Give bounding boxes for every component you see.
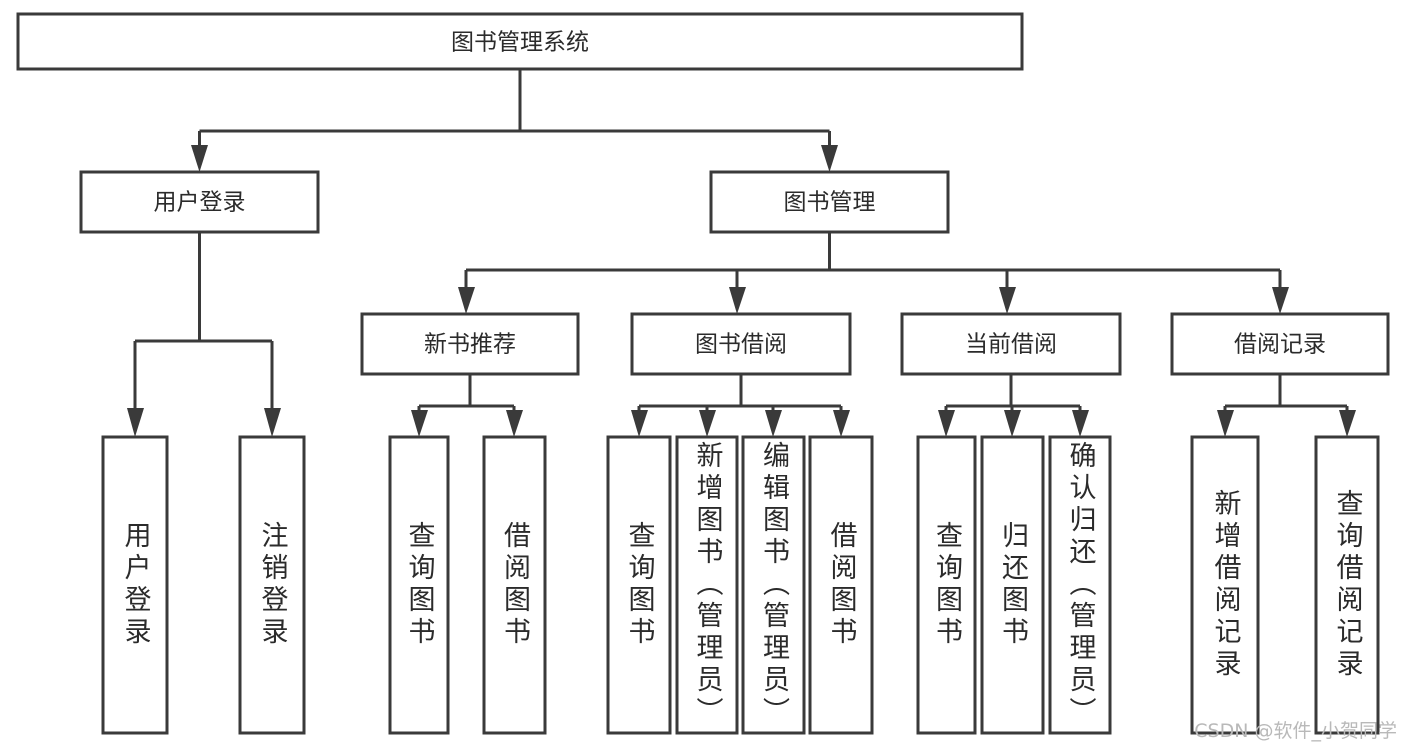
node-current-borrow-label: 当前借阅 xyxy=(965,332,1057,358)
arrow-head-leaf-query-book-rec xyxy=(411,410,428,437)
arrow-head-current-borrow xyxy=(999,287,1016,314)
node-leaf-user-login-box[interactable] xyxy=(101,435,169,735)
arrow-head-leaf-edit-book-admin xyxy=(765,410,782,437)
arrow-head-leaf-query-book-borrow xyxy=(631,410,648,437)
node-leaf-add-borrow-record-box[interactable] xyxy=(1190,435,1260,735)
node-leaf-query-borrow-record-box[interactable] xyxy=(1314,435,1380,735)
node-leaf-add-book-admin-box[interactable] xyxy=(675,435,739,735)
node-leaf-borrow-book-box[interactable] xyxy=(808,435,874,735)
node-user-login-label: 用户登录 xyxy=(154,190,246,216)
arrow-head-leaf-user-login xyxy=(127,408,144,437)
node-borrow-record-box[interactable] xyxy=(1170,312,1390,376)
node-new-book-rec-label: 新书推荐 xyxy=(424,332,516,358)
node-book-borrow-label: 图书借阅 xyxy=(695,332,787,358)
node-root[interactable]: 图书管理系统 xyxy=(16,12,1024,71)
node-new-book-rec-box[interactable] xyxy=(360,312,580,376)
arrow-head-leaf-return-book xyxy=(1004,410,1021,437)
arrow-head-leaf-user-logout xyxy=(264,408,281,437)
node-borrow-record[interactable]: 借阅记录 xyxy=(1170,312,1390,376)
leaf-box-layer xyxy=(101,435,1380,735)
arrow-head-leaf-add-book-admin xyxy=(699,410,716,437)
arrow-head-leaf-confirm-return-admin xyxy=(1072,410,1089,437)
arrow-head-leaf-borrow-book xyxy=(833,410,850,437)
node-current-borrow[interactable]: 当前借阅 xyxy=(900,312,1122,376)
connector-layer xyxy=(127,69,1356,437)
node-book-manage-label: 图书管理 xyxy=(784,190,876,216)
node-leaf-query-book-borrow-box[interactable] xyxy=(606,435,672,735)
node-user-login-box[interactable] xyxy=(79,170,320,234)
node-leaf-query-book-rec-box[interactable] xyxy=(388,435,450,735)
node-leaf-user-logout-box[interactable] xyxy=(238,435,306,735)
arrow-head-book-manage xyxy=(821,145,838,172)
node-book-borrow-box[interactable] xyxy=(630,312,852,376)
arrow-head-leaf-add-borrow-record xyxy=(1217,410,1234,437)
node-current-borrow-box[interactable] xyxy=(900,312,1122,376)
arrow-head-leaf-query-borrow-record xyxy=(1339,410,1356,437)
arrow-head-new-book-rec xyxy=(458,287,475,314)
node-book-manage-box[interactable] xyxy=(709,170,950,234)
node-leaf-query-book-current-box[interactable] xyxy=(916,435,977,735)
arrow-head-user-login xyxy=(191,145,208,172)
arrow-head-leaf-query-book-current xyxy=(938,410,955,437)
node-leaf-borrow-book-rec-box[interactable] xyxy=(482,435,547,735)
arrow-head-leaf-borrow-book-rec xyxy=(506,410,523,437)
node-root-box[interactable] xyxy=(16,12,1024,71)
node-leaf-confirm-return-admin-box[interactable] xyxy=(1048,435,1112,735)
node-book-borrow[interactable]: 图书借阅 xyxy=(630,312,852,376)
node-borrow-record-label: 借阅记录 xyxy=(1234,332,1326,358)
node-root-label: 图书管理系统 xyxy=(451,30,589,56)
node-leaf-edit-book-admin-box[interactable] xyxy=(741,435,806,735)
arrow-head-book-borrow xyxy=(729,287,746,314)
node-book-manage[interactable]: 图书管理 xyxy=(709,170,950,234)
node-new-book-rec[interactable]: 新书推荐 xyxy=(360,312,580,376)
node-leaf-return-book-box[interactable] xyxy=(980,435,1045,735)
arrow-head-borrow-record xyxy=(1272,287,1289,314)
node-user-login[interactable]: 用户登录 xyxy=(79,170,320,234)
